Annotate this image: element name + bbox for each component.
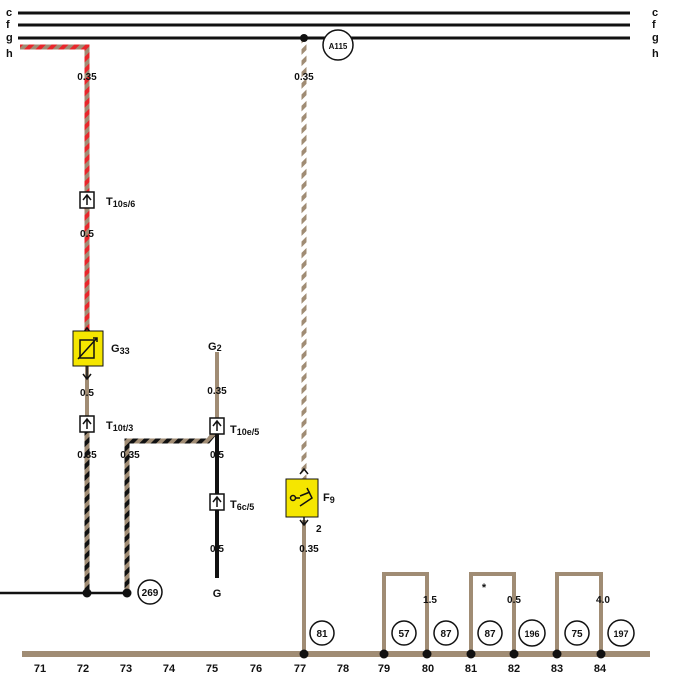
badge-197: 197 [607,619,635,647]
gauge-t10t-left: 0.35 [77,450,97,461]
svg-text:196: 196 [524,629,539,639]
gauge-f9-pin: 2 [316,524,322,535]
ruler-84: 84 [594,663,607,675]
ground-dots [299,649,606,659]
gauge-a115-drop: 0.35 [294,72,314,83]
rail-label-g-left: g [6,32,13,44]
badge-a115: A115 [322,29,354,61]
gauge-g2-mid2: 0.5 [210,544,224,555]
badge-57: 57 [391,620,417,646]
ruler-83: 83 [551,663,563,675]
ruler-81: 81 [465,663,477,675]
gauge-g33-mid: 0.5 [80,229,94,240]
label-g2: G2 [208,341,222,353]
gauge-g2-top: 0.35 [207,386,227,397]
ruler-75: 75 [206,663,218,675]
loop-79-80 [382,572,429,654]
rail-label-f-left: f [6,19,10,31]
gauge-t10t-right: 0.35 [120,450,140,461]
junction-dot-a115 [300,34,308,42]
label-t10t: T10t/3 [106,420,133,433]
badge-87-a: 87 [433,620,459,646]
gauge-r84: 4.0 [596,595,610,606]
ruler-76: 76 [250,663,262,675]
component-f9 [285,467,319,527]
ruler-82: 82 [508,663,520,675]
badge-87-b: 87 [477,620,503,646]
gauge-g2-mid1: 0.5 [210,450,224,461]
label-f9: F9 [323,492,335,505]
wire-t10e-branch [124,428,219,593]
ground-bar [22,651,650,657]
connector-t6c [209,493,225,511]
junction-dot-73 [122,588,132,598]
connector-t10t [79,415,95,433]
connector-t10e [209,417,225,435]
svg-text:A115: A115 [329,42,348,51]
rail-label-h-right: h [652,48,659,60]
label-g-ground: G [213,588,222,600]
svg-text:81: 81 [316,629,328,640]
rail-label-h-left: h [6,48,13,60]
connector-t10s [79,191,95,209]
gauge-g33-below: 0.5 [80,388,94,399]
svg-text:87: 87 [440,629,452,640]
loop-81-82 [469,572,516,654]
label-t10s: T10s/6 [106,196,135,209]
gauge-f9-below: 0.35 [299,544,319,555]
ruler-80: 80 [422,663,434,675]
wire-red-brown [20,44,90,332]
rail-label-f-right: f [652,19,656,31]
rail-label-c-left: c [6,7,12,19]
ruler-74: 74 [163,663,176,675]
ruler-73: 73 [120,663,132,675]
svg-text:269: 269 [142,588,159,599]
ruler-numbers: 71 72 73 74 75 76 77 78 79 80 81 82 83 8… [34,663,607,675]
badge-269: 269 [137,579,163,605]
label-t6c: T6c/5 [230,499,254,512]
svg-text:57: 57 [398,629,410,640]
component-g33 [72,326,104,381]
badge-75: 75 [564,620,590,646]
svg-text:87: 87 [484,629,496,640]
ruler-77: 77 [294,663,306,675]
junction-dot-72 [82,588,92,598]
rail-lines [18,11,630,40]
rail-label-c-right: c [652,7,658,19]
badge-196: 196 [518,619,546,647]
badge-81: 81 [309,620,335,646]
gauge-r82: 0.5 [507,595,521,606]
ruler-78: 78 [337,663,349,675]
gauge-g33-top: 0.35 [77,72,97,83]
label-g33: G33 [111,343,130,356]
gauge-r80: 1.5 [423,595,437,606]
svg-text:197: 197 [613,629,628,639]
svg-text:75: 75 [571,629,583,640]
label-star: * [482,582,487,594]
loop-83-84 [555,572,603,654]
label-t10e: T10e/5 [230,424,259,437]
rail-label-g-right: g [652,32,659,44]
ruler-79: 79 [378,663,390,675]
ruler-71: 71 [34,663,46,675]
ruler-72: 72 [77,663,89,675]
